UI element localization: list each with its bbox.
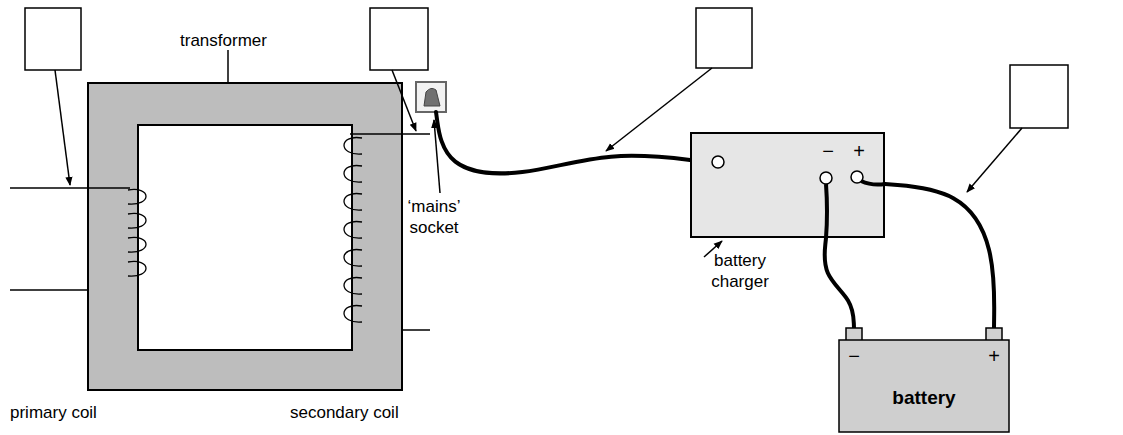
terminal-sign: + <box>853 140 865 162</box>
charger-lead <box>825 238 854 328</box>
terminal-sign: + <box>988 345 1000 367</box>
leader-line <box>227 50 229 83</box>
battery: − + battery <box>838 328 1010 433</box>
terminal-sign: − <box>822 140 834 162</box>
mains-cable <box>436 112 706 173</box>
terminal-sign: − <box>848 345 860 367</box>
part-label: transformer <box>180 30 267 51</box>
battery-shape <box>838 328 1010 433</box>
battery-label: battery <box>892 388 955 409</box>
part-label: ‘mains’ socket <box>392 196 476 239</box>
part-label: battery charger <box>700 250 780 293</box>
answer-box <box>25 8 1068 128</box>
leader-arrow <box>55 68 1022 257</box>
part-label: primary coil <box>10 402 97 423</box>
part-label: secondary coil <box>290 402 399 423</box>
transformer-core <box>88 83 402 390</box>
coil-leads <box>10 134 430 330</box>
charger-lead <box>885 184 994 328</box>
coil-windings <box>128 138 362 323</box>
mains-socket <box>416 82 446 112</box>
battery-charger: −+ <box>690 132 885 238</box>
mains-plug <box>424 88 440 106</box>
